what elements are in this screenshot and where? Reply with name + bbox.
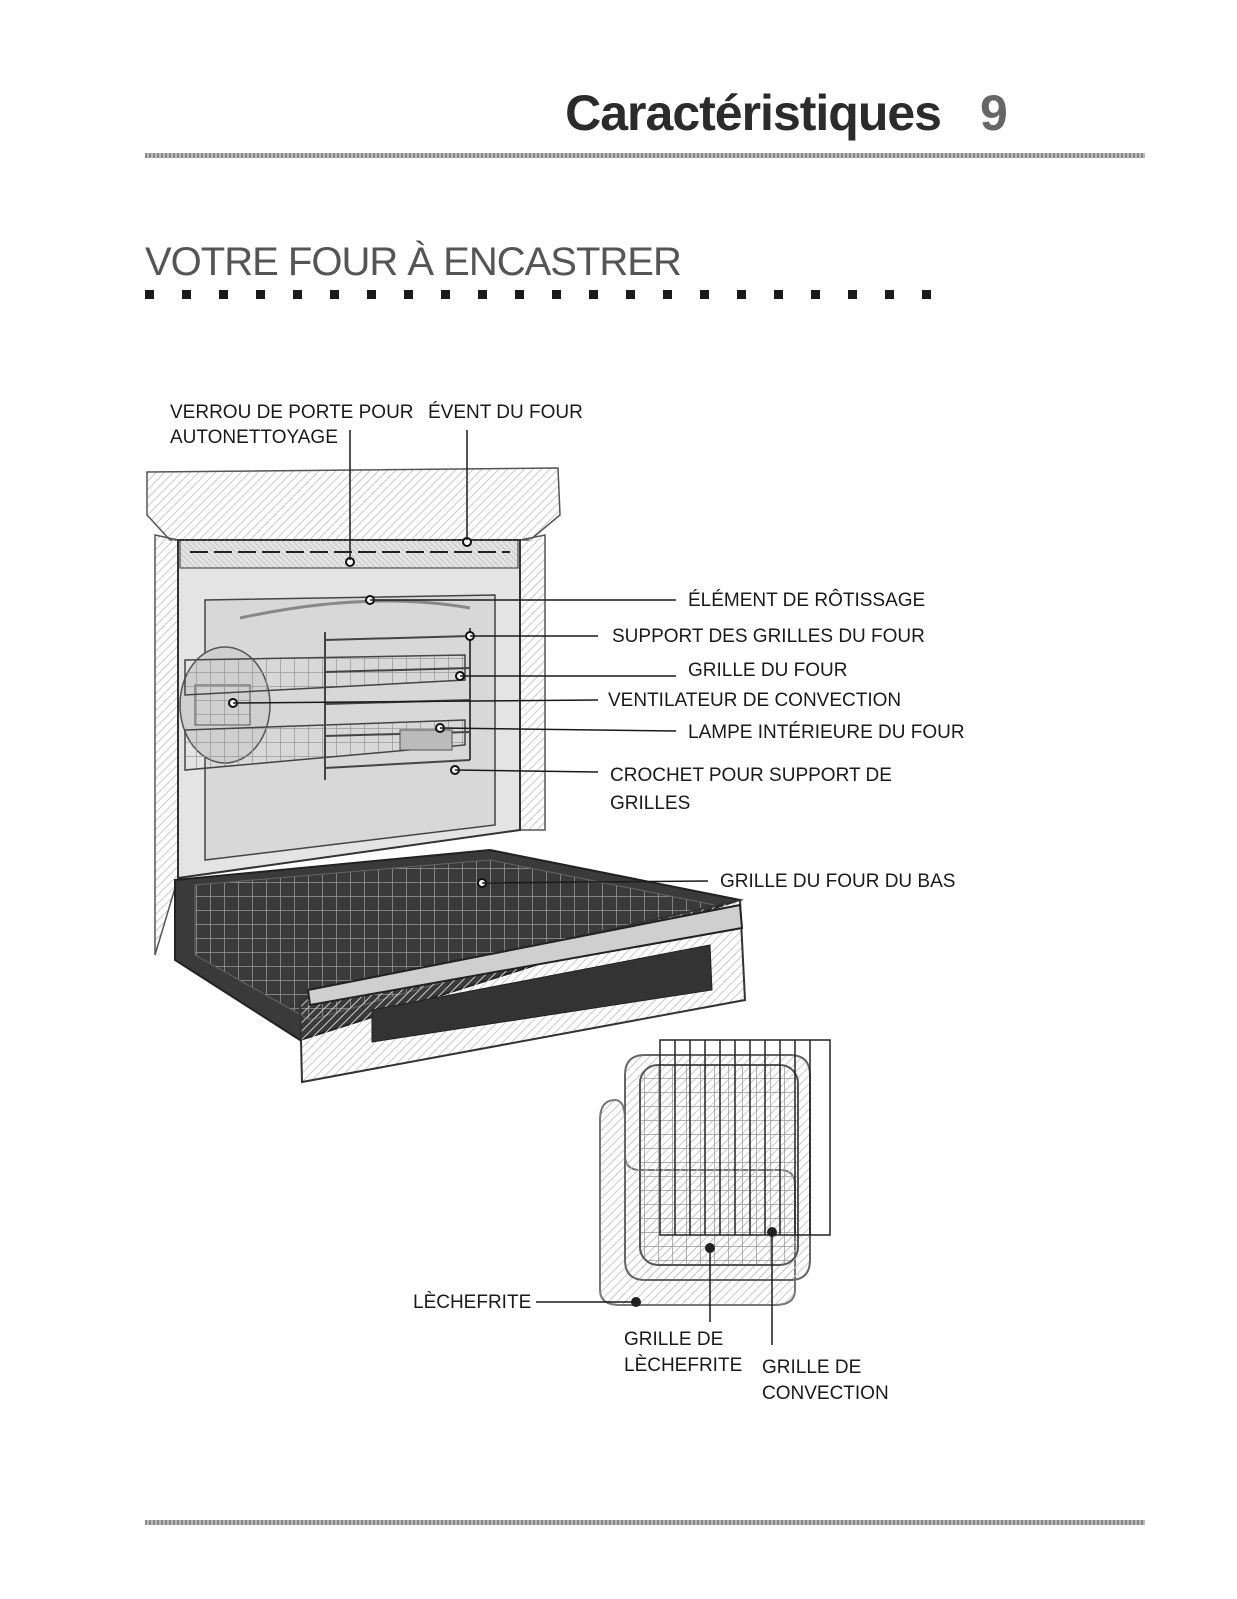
dotted-divider [145,290,965,300]
broiler-pan-illustration [599,1039,831,1307]
label-broil-element: ÉLÉMENT DE RÔTISSAGE [688,589,925,611]
oven-illustration [146,467,747,1084]
label-convection-rack-2: CONVECTION [762,1383,889,1404]
label-rack-hook-2: GRILLES [610,793,690,814]
label-lower-rack: GRILLE DU FOUR DU BAS [720,871,955,892]
label-oven-rack: GRILLE DU FOUR [688,660,847,681]
section-title: Caractéristiques [565,85,942,141]
footer-rule [145,1520,1145,1525]
label-convection-fan: VENTILATEUR DE CONVECTION [608,690,901,711]
leader-lines [232,430,773,1345]
header-rule [145,153,1145,158]
page-header: Caractéristiques 9 [0,78,1237,148]
label-rack-hook: CROCHET POUR SUPPORT DE [610,765,892,786]
label-broiler-grid-2: LÈCHEFRITE [624,1355,742,1376]
label-door-lock-2: AUTONETTOYAGE [170,427,338,448]
label-convection-rack: GRILLE DE [762,1357,861,1378]
label-interior-light: LAMPE INTÉRIEURE DU FOUR [688,722,965,743]
chapter-title: VOTRE FOUR À ENCASTRER [145,240,682,284]
label-rack-support: SUPPORT DES GRILLES DU FOUR [612,626,925,647]
page-number: 9 [980,85,1008,141]
label-door-lock: VERROU DE PORTE POUR [170,402,414,423]
label-broiler-grid: GRILLE DE [624,1329,723,1350]
label-broiler-pan: LÈCHEFRITE [413,1292,531,1313]
label-oven-vent: ÉVENT DU FOUR [428,402,583,423]
